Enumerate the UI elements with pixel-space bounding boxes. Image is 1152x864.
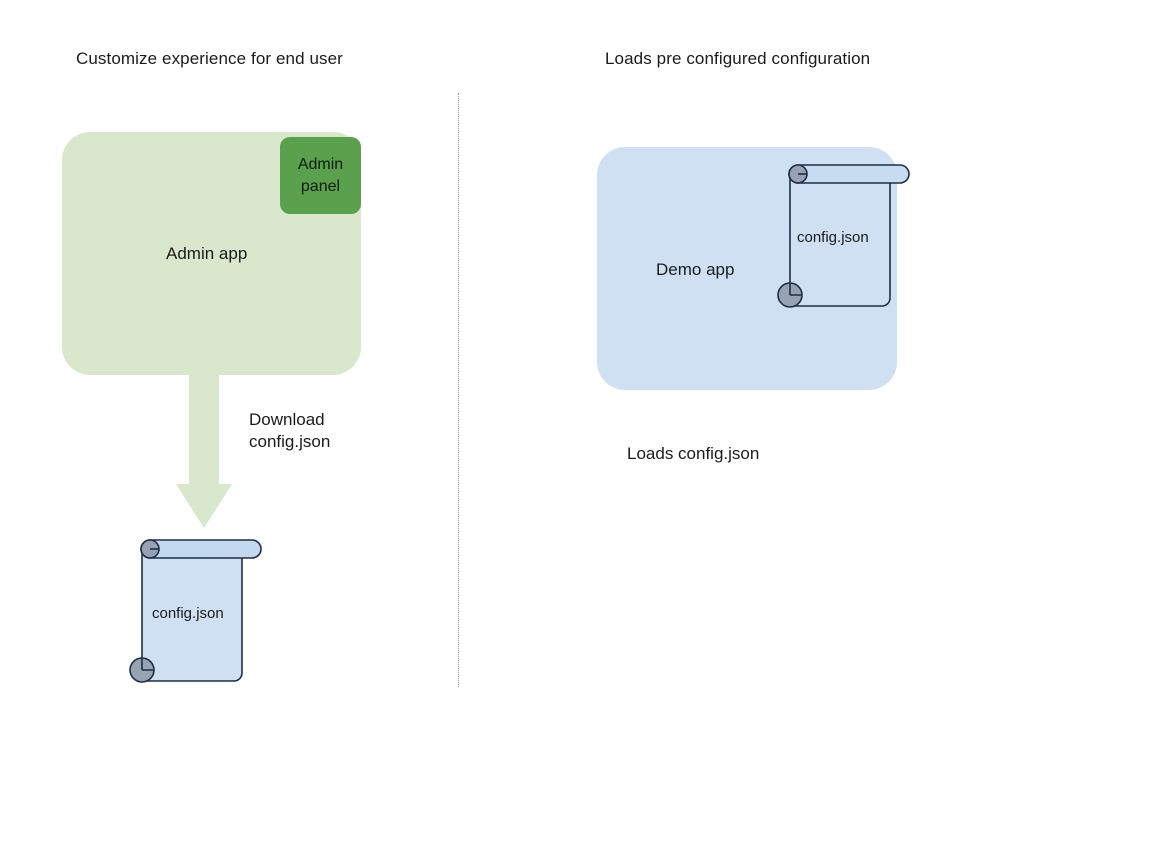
admin-panel-label: Admin panel <box>298 154 343 198</box>
demo-app-container <box>597 147 897 390</box>
download-arrow-label-line1: Download <box>249 410 325 429</box>
admin-app-label: Admin app <box>166 244 248 263</box>
right-section-title: Loads pre configured configuration <box>605 49 871 68</box>
section-divider <box>458 93 459 687</box>
demo-app-label: Demo app <box>656 260 735 279</box>
config-json-label-right: config.json <box>797 229 869 246</box>
download-arrow-label-line2: config.json <box>249 432 331 451</box>
document-body <box>789 173 891 307</box>
config-json-label-left: config.json <box>152 605 224 622</box>
document-bottom-curl-notch <box>141 658 154 671</box>
document-bottom-curl-notch <box>789 283 802 296</box>
download-arrow-label: Download config.json <box>249 409 330 453</box>
document-body <box>141 548 243 682</box>
config-json-document-right[interactable] <box>766 152 914 316</box>
config-json-document-left[interactable] <box>118 527 266 691</box>
left-section-title: Customize experience for end user <box>76 49 343 68</box>
admin-panel-label-line2: panel <box>300 177 341 195</box>
admin-panel-node[interactable]: Admin panel <box>280 137 361 214</box>
loads-config-caption: Loads config.json <box>627 444 760 463</box>
admin-panel-label-line1: Admin <box>297 155 344 173</box>
download-arrow-icon <box>176 372 232 528</box>
